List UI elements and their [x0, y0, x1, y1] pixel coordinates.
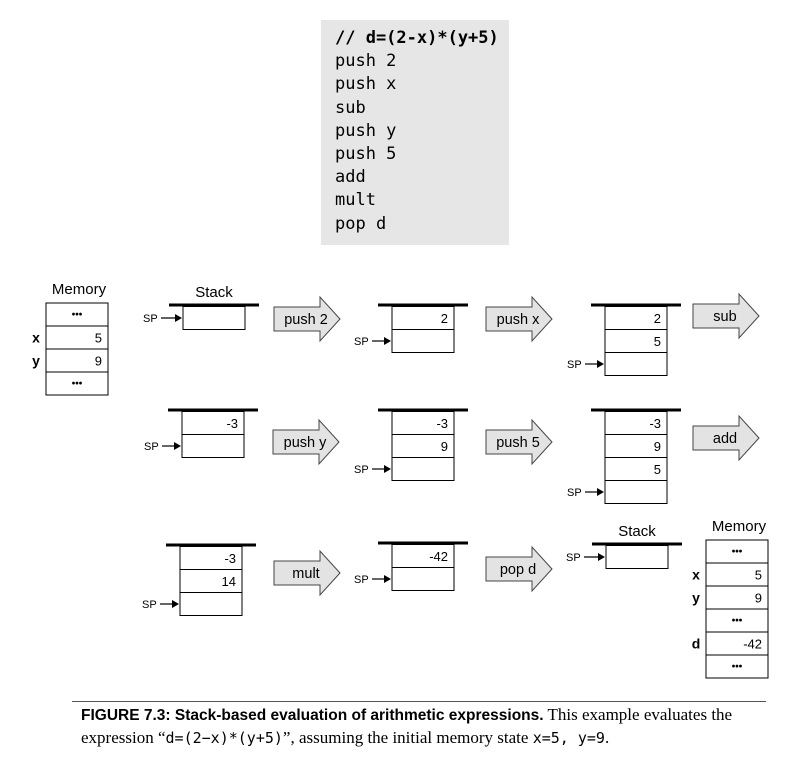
operation-arrow: [485, 545, 553, 593]
operation-arrow: [485, 418, 553, 466]
code-line: push 2: [335, 51, 397, 72]
stack-cell: [179, 592, 243, 616]
sp-label: SP: [566, 552, 581, 564]
sp-arrow-head: [384, 337, 391, 345]
stack-value: -3: [224, 551, 236, 566]
stack-cell: [391, 457, 455, 481]
operation-label: mult: [292, 566, 319, 582]
stack-cell: [181, 434, 245, 458]
operation-arrow: [692, 292, 760, 340]
sp-arrow-head: [174, 442, 181, 450]
memory-variable-name: x: [32, 330, 40, 346]
stack-value: 9: [654, 439, 661, 454]
code-line: sub: [335, 97, 366, 118]
stack-cell: [605, 545, 669, 569]
caption-text: ”, assuming the initial memory state: [282, 728, 533, 747]
sp-arrow-head: [175, 314, 182, 322]
sp-label: SP: [142, 599, 157, 611]
stack-cell: [391, 329, 455, 353]
code-line: push 5: [335, 144, 397, 165]
memory-cell: [705, 654, 769, 679]
stack-value: 5: [654, 334, 661, 349]
memory-ellipsis: •••: [732, 662, 743, 673]
stack-cell: [604, 352, 668, 376]
sp-arrow-head: [384, 575, 391, 583]
stack-value: 9: [441, 439, 448, 454]
stack-title: Stack: [195, 284, 233, 301]
code-line: pop d: [335, 213, 387, 234]
memory-ellipsis: •••: [732, 616, 743, 627]
sp-label: SP: [567, 359, 582, 371]
code-line: add: [335, 167, 366, 188]
memory-variable-name: d: [692, 636, 701, 652]
sp-arrow-head: [597, 360, 604, 368]
memory-variable-name: x: [692, 567, 700, 583]
sp-arrow-head: [172, 600, 179, 608]
sp-label: SP: [144, 441, 159, 453]
operation-label: pop d: [500, 562, 536, 578]
code-line: mult: [335, 190, 376, 211]
code-line: push x: [335, 74, 397, 95]
operation-label: push 2: [284, 312, 328, 328]
sp-arrow-head: [384, 465, 391, 473]
operation-arrow: [273, 549, 341, 597]
caption-expression: d=(2−x)*(y+5): [165, 729, 283, 747]
memory-value: 5: [95, 331, 102, 346]
memory-value: 5: [755, 568, 762, 583]
stack-value: -3: [436, 416, 448, 431]
sp-arrow-head: [598, 553, 605, 561]
sp-label: SP: [354, 336, 369, 348]
stack-cell: [182, 306, 246, 330]
memory-title: Memory: [52, 281, 107, 298]
stack-value: 2: [441, 311, 448, 326]
memory-variable-name: y: [32, 353, 40, 369]
memory-value: -42: [743, 637, 762, 652]
operation-label: push y: [284, 435, 327, 451]
stack-value: -42: [429, 549, 448, 564]
stack-value: 5: [654, 462, 661, 477]
operation-label: push 5: [496, 435, 540, 451]
caption-lead: FIGURE 7.3: Stack-based evaluation of ar…: [81, 707, 544, 724]
memory-variable-name: y: [692, 590, 700, 606]
sp-arrow-head: [597, 488, 604, 496]
operation-arrow: [485, 295, 553, 343]
memory-ellipsis: •••: [732, 547, 743, 558]
caption-text: This example evaluates the expression “: [81, 705, 733, 747]
operation-arrow: [272, 418, 340, 466]
operation-label: add: [713, 431, 737, 447]
memory-value: 9: [755, 591, 762, 606]
sp-label: SP: [143, 313, 158, 325]
memory-ellipsis: •••: [72, 310, 83, 321]
code-comment: // d=(2-x)*(y+5): [335, 28, 499, 48]
operation-arrow: [692, 414, 760, 462]
code-line: push y: [335, 120, 397, 141]
sp-label: SP: [354, 574, 369, 586]
caption-text: .: [604, 728, 610, 747]
code-listing: // d=(2-x)*(y+5) push 2 push x sub push …: [321, 20, 509, 245]
memory-cell: [45, 371, 109, 396]
caption-state: x=5, y=9: [532, 729, 605, 747]
sp-label: SP: [354, 464, 369, 476]
memory-ellipsis: •••: [72, 379, 83, 390]
stack-value: -3: [649, 416, 661, 431]
stack-value: -3: [226, 416, 238, 431]
stack-value: 14: [222, 574, 236, 589]
memory-title: Memory: [712, 518, 767, 535]
stack-value: 2: [654, 311, 661, 326]
operation-arrow: [273, 295, 341, 343]
stack-cell: [391, 567, 455, 591]
sp-label: SP: [567, 487, 582, 499]
stack-cell: [604, 480, 668, 504]
figure-caption: FIGURE 7.3: Stack-based evaluation of ar…: [81, 704, 771, 749]
caption-rule: [72, 701, 766, 702]
stack-title: Stack: [618, 523, 656, 540]
operation-label: sub: [713, 309, 736, 325]
memory-value: 9: [95, 354, 102, 369]
operation-label: push x: [497, 312, 540, 328]
